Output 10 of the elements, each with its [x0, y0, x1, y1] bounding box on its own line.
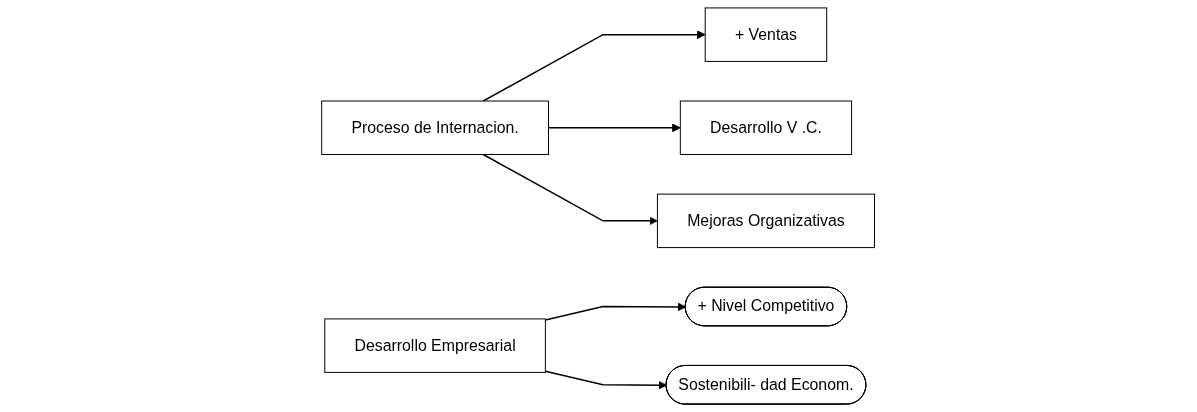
node-box: + Ventas [705, 7, 828, 62]
node-box: Desarrollo Empresarial [324, 318, 547, 373]
node-box: Desarrollo V .C. [680, 100, 853, 155]
arrow [482, 30, 706, 102]
arrow [545, 302, 687, 321]
arrow [548, 123, 682, 133]
node-box: Mejoras Organizativas [657, 193, 876, 249]
arrow [482, 153, 659, 226]
node-box: Proceso de Internacion. [321, 100, 550, 155]
arrow [545, 370, 668, 390]
